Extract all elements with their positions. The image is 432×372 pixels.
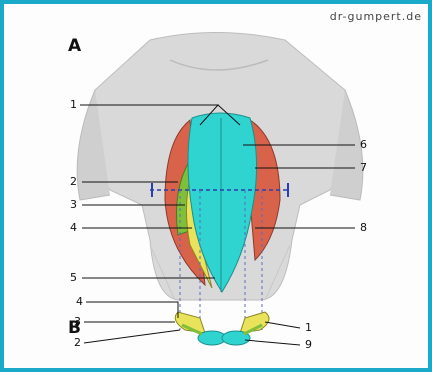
label-8-right: 8 [360, 221, 367, 234]
label-9-bottom: 9 [305, 338, 312, 351]
label-1-top: 1 [70, 98, 77, 111]
label-4-left: 4 [70, 221, 77, 234]
label-2-bottom: 2 [74, 336, 81, 349]
label-5-left: 5 [70, 271, 77, 284]
cross-section [175, 312, 269, 345]
panel-label-a: A [68, 36, 81, 56]
label-3-left: 3 [70, 198, 77, 211]
label-3-bottom: 3 [74, 315, 81, 328]
label-7-right: 7 [360, 161, 367, 174]
label-1-bottom: 1 [305, 321, 312, 334]
label-4-bottom: 4 [76, 295, 83, 308]
label-6-right: 6 [360, 138, 367, 151]
label-2-left: 2 [70, 175, 77, 188]
